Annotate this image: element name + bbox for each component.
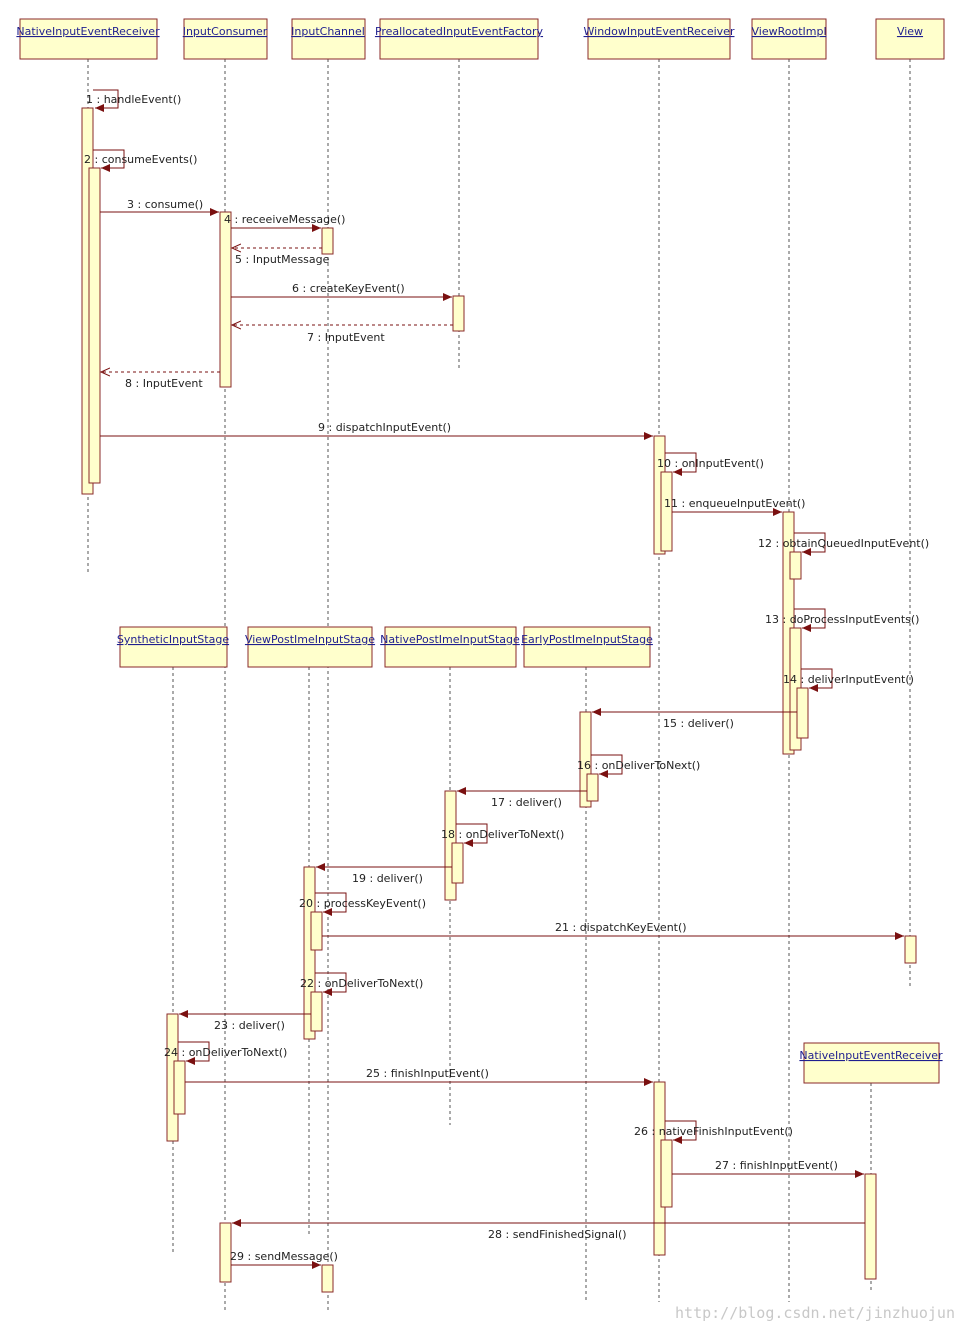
message-arrow — [665, 452, 697, 476]
message-label: 19 : deliver() — [352, 872, 423, 885]
lifeline-title: EarlyPostImeInputStage — [521, 633, 653, 646]
message-label: 22 : onDeliverToNext() — [300, 977, 423, 990]
message-label: 6 : createKeyEvent() — [292, 282, 405, 295]
activation-bar — [88, 167, 101, 484]
activation-bar — [310, 991, 323, 1032]
message-label: 4 : receeiveMessage() — [224, 213, 345, 226]
activation-bar — [660, 471, 673, 552]
message-arrow — [93, 149, 125, 172]
activation-bar — [579, 711, 592, 808]
message-label: 14 : deliverInputEvent() — [783, 673, 914, 686]
lifeline-native-input-event-receiver: NativeInputEventReceiver — [16, 18, 160, 60]
message-arrow — [178, 1041, 210, 1065]
message-label: 21 : dispatchKeyEvent() — [555, 921, 687, 934]
message-label: 29 : sendMessage() — [230, 1250, 338, 1263]
lifeline-heads: NativeInputEventReceiver InputConsumer I… — [16, 18, 945, 1084]
message-arrow — [801, 668, 833, 692]
activation-bar — [904, 935, 917, 964]
message-arrow — [456, 823, 488, 847]
lifeline-preallocated-input-event-factory: PreallocatedInputEventFactory — [375, 18, 544, 60]
lifeline-title: WindowInputEventReceiver — [584, 25, 735, 38]
lifeline-native-post-ime-input-stage: NativePostImeInputStage — [380, 626, 520, 668]
message-arrow — [315, 892, 347, 916]
activation-bar — [660, 1139, 673, 1208]
message-label: 7 : InputEvent — [307, 331, 385, 344]
lifeline-title: SyntheticInputStage — [117, 633, 229, 646]
lifeline-title: NativeInputEventReceiver — [16, 25, 160, 38]
activation-bar — [789, 551, 802, 580]
activation-bar — [173, 1060, 186, 1115]
lifeline-title: View — [897, 25, 923, 38]
message-label: 9 : dispatchInputEvent() — [318, 421, 451, 434]
message-arrow — [93, 89, 119, 112]
activation-bar — [321, 227, 334, 255]
message-label: 16 : onDeliverToNext() — [577, 759, 700, 772]
activation-bar — [310, 911, 323, 951]
watermark: http://blog.csdn.net/jinzhuojun — [675, 1304, 955, 1322]
lifeline-native-input-event-receiver-2: NativeInputEventReceiver — [799, 1042, 943, 1084]
message-label: 10 : onInputEvent() — [657, 457, 764, 470]
message-label: 2 : consumeEvents() — [84, 153, 197, 166]
activation-bar — [303, 866, 316, 1040]
message-label: 26 : nativeFinishInputEvent() — [634, 1125, 793, 1138]
lifeline-title: InputConsumer — [183, 25, 268, 38]
message-label: 12 : obtainQueuedInputEvent() — [758, 537, 929, 550]
message-label: 27 : finishInputEvent() — [715, 1159, 838, 1172]
lifeline-title: InputChannel — [291, 25, 365, 38]
lifeline-view-post-ime-input-stage: ViewPostImeInputStage — [245, 626, 375, 668]
messages: 1 : handleEvent() 2 : consumeEvents() 3 … — [84, 89, 929, 1269]
message-arrow — [315, 972, 347, 996]
lifeline-window-input-event-receiver: WindowInputEventReceiver — [584, 18, 735, 60]
activation-bar — [864, 1173, 877, 1280]
message-label: 1 : handleEvent() — [86, 93, 181, 106]
activation-bar — [452, 295, 465, 332]
lifeline-view: View — [875, 18, 945, 60]
message-arrow — [591, 754, 623, 778]
lifeline-title: NativePostImeInputStage — [380, 633, 520, 646]
message-label: 5 : InputMessage — [235, 253, 330, 266]
lifeline-view-root-impl: ViewRootImpl — [751, 18, 827, 60]
lifeline-title: NativeInputEventReceiver — [799, 1049, 943, 1062]
message-label: 15 : deliver() — [663, 717, 734, 730]
message-label: 28 : sendFinishedSignal() — [488, 1228, 627, 1241]
activation-bar — [451, 842, 464, 884]
lifeline-synthetic-input-stage: SyntheticInputStage — [117, 626, 229, 668]
message-arrow — [665, 1120, 697, 1144]
message-arrow — [794, 532, 826, 556]
message-arrow — [794, 608, 826, 632]
lifeline-early-post-ime-input-stage: EarlyPostImeInputStage — [521, 626, 653, 668]
message-label: 11 : enqueueInputEvent() — [664, 497, 805, 510]
lifeline-title: PreallocatedInputEventFactory — [375, 25, 544, 38]
lifeline-input-channel: InputChannel — [291, 18, 366, 60]
activation-bar — [219, 1222, 232, 1283]
activation-bar — [219, 211, 232, 388]
activation-bar — [321, 1264, 334, 1293]
message-label: 20 : processKeyEvent() — [299, 897, 426, 910]
message-label: 13 : doProcessInputEvents() — [765, 613, 919, 626]
message-label: 3 : consume() — [127, 198, 203, 211]
message-label: 23 : deliver() — [214, 1019, 285, 1032]
message-label: 17 : deliver() — [491, 796, 562, 809]
activation-bar — [586, 773, 599, 802]
activation-bar — [796, 687, 809, 739]
message-label: 24 : onDeliverToNext() — [164, 1046, 287, 1059]
lifeline-input-consumer: InputConsumer — [183, 18, 268, 60]
activation-bars — [81, 107, 917, 1293]
message-label: 25 : finishInputEvent() — [366, 1067, 489, 1080]
message-label: 18 : onDeliverToNext() — [441, 828, 564, 841]
message-label: 8 : InputEvent — [125, 377, 203, 390]
lifeline-title: ViewPostImeInputStage — [245, 633, 375, 646]
lifeline-title: ViewRootImpl — [751, 25, 826, 38]
